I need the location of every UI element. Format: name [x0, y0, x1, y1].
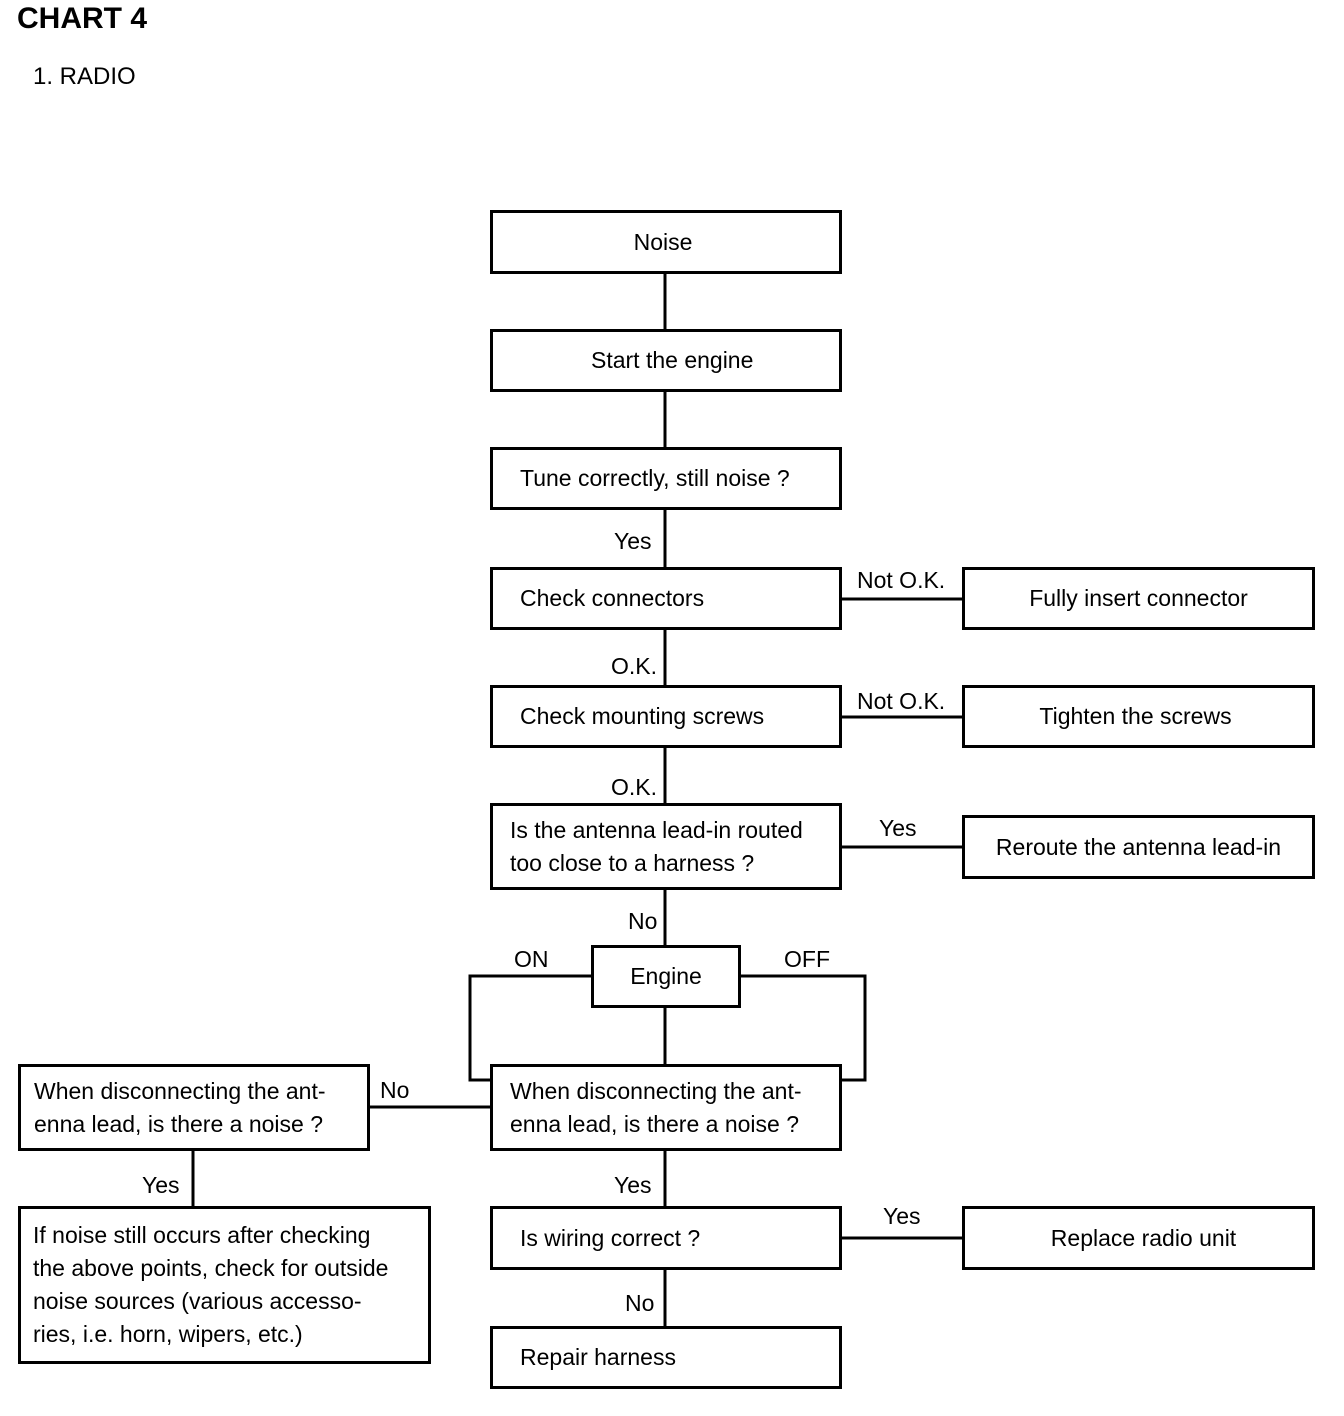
node-tune-label: Tune correctly, still noise ?: [520, 465, 790, 491]
node-disconnect-antenna-left-label: When disconnecting the ant- enna lead, i…: [34, 1077, 326, 1137]
node-noise-label: Noise: [633, 228, 693, 255]
node-engine: Engine: [591, 945, 741, 1008]
node-tighten-screws-label: Tighten the screws: [1039, 703, 1232, 729]
node-check-screws: Check mounting screws: [490, 685, 842, 748]
node-check-connectors-label: Check connectors: [520, 585, 705, 611]
node-wiring-correct-label: Is wiring correct ?: [520, 1224, 701, 1251]
edge-label-screws-ok: O.K.: [611, 774, 658, 800]
edge-label-connectors-not-ok: Not O.K.: [857, 567, 946, 593]
node-repair-harness-label: Repair harness: [520, 1344, 676, 1370]
node-outside-noise: If noise still occurs after checking the…: [18, 1206, 431, 1364]
edge-label-antenna-yes: Yes: [879, 815, 917, 841]
node-disconnect-antenna-main-label: When disconnecting the ant- enna lead, i…: [510, 1077, 802, 1137]
node-disconnect-antenna-main: When disconnecting the ant- enna lead, i…: [490, 1064, 842, 1151]
edge-label-wiring-yes: Yes: [883, 1203, 921, 1229]
node-check-connectors: Check connectors: [490, 567, 842, 630]
chart-title: CHART 4: [17, 2, 148, 35]
node-disconnect-antenna-left: When disconnecting the ant- enna lead, i…: [18, 1064, 370, 1151]
node-start-engine-label: Start the engine: [591, 347, 754, 373]
edge-label-left-yes: Yes: [142, 1172, 180, 1198]
node-tighten-screws: Tighten the screws: [962, 685, 1315, 748]
section-title: 1. RADIO: [33, 63, 136, 90]
edge-label-disconnect-no: No: [380, 1077, 410, 1103]
node-repair-harness: Repair harness: [490, 1326, 842, 1389]
edge-engine-on: [468, 974, 592, 1082]
node-replace-radio: Replace radio unit: [962, 1206, 1315, 1270]
node-insert-connector: Fully insert connector: [962, 567, 1315, 630]
node-antenna-routing: Is the antenna lead-in routed too close …: [490, 803, 842, 890]
edge-label-screws-not-ok: Not O.K.: [857, 688, 946, 714]
edge-engine-off: [739, 974, 867, 1082]
node-insert-connector-label: Fully insert connector: [1029, 585, 1248, 611]
node-wiring-correct: Is wiring correct ?: [490, 1206, 842, 1270]
node-replace-radio-label: Replace radio unit: [1050, 1224, 1237, 1251]
node-start-engine: Start the engine: [490, 329, 842, 392]
edge-label-wiring-no: No: [625, 1290, 655, 1316]
edge-label-connectors-ok: O.K.: [611, 653, 658, 679]
edge-label-tune-yes: Yes: [614, 528, 652, 554]
edge-label-disconnect-yes: Yes: [614, 1172, 652, 1198]
node-tune: Tune correctly, still noise ?: [490, 447, 842, 510]
node-check-screws-label: Check mounting screws: [520, 703, 765, 729]
node-outside-noise-label: If noise still occurs after checking the…: [33, 1222, 389, 1347]
node-noise: Noise: [490, 210, 842, 274]
node-reroute-antenna-label: Reroute the antenna lead-in: [995, 833, 1282, 860]
edge-label-antenna-no: No: [628, 908, 658, 934]
edge-label-engine-on: ON: [514, 946, 549, 972]
node-antenna-routing-label: Is the antenna lead-in routed too close …: [510, 816, 803, 876]
node-engine-label: Engine: [630, 963, 702, 989]
edge-label-engine-off: OFF: [784, 946, 830, 972]
node-reroute-antenna: Reroute the antenna lead-in: [962, 815, 1315, 879]
